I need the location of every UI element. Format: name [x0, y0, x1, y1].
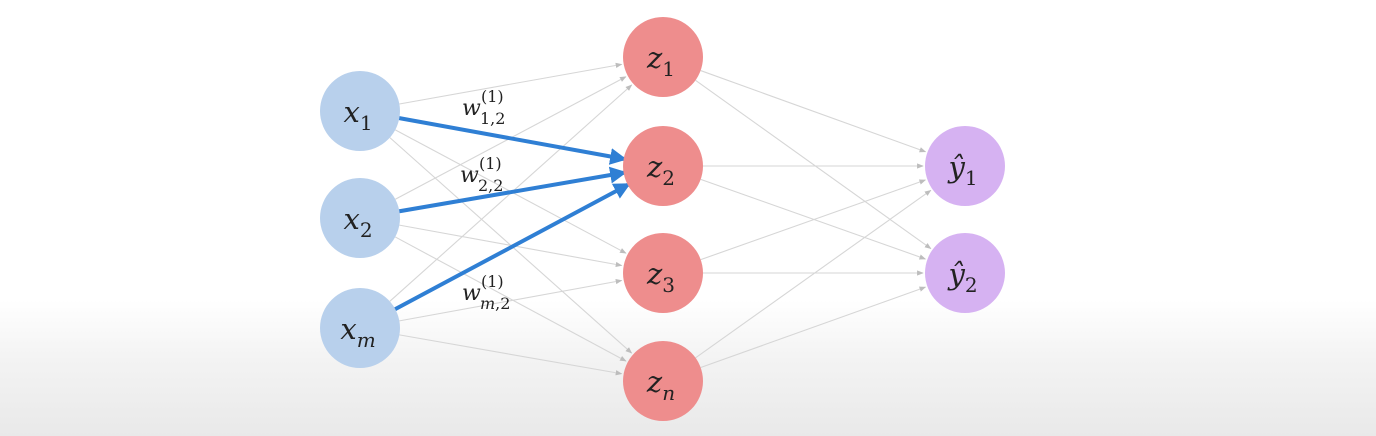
- hidden-node-2: z2: [623, 126, 703, 206]
- input-node-3: xm: [320, 288, 400, 368]
- weight-superscript: (1): [481, 87, 504, 106]
- output-node-circle: [925, 126, 1005, 206]
- edge-input-1-hidden-3: [394, 236, 627, 362]
- hidden-node-label: z1: [646, 41, 675, 81]
- weight-subscript: 2,2: [478, 176, 503, 195]
- input-node-label: x1: [343, 95, 372, 135]
- weight-subscript: 1,2: [480, 109, 505, 128]
- hidden-node-1: z1: [623, 17, 703, 97]
- output-node-circle: [925, 233, 1005, 313]
- output-node-2: ŷ2: [925, 233, 1005, 313]
- weight-labels: w(1)1,2w(1)2,2w(1)m,2: [460, 87, 510, 313]
- highlight-edge-input-1: [397, 166, 627, 214]
- edge-hidden-0-output-0: [700, 70, 927, 153]
- edge-input-2-hidden-2: [399, 278, 623, 322]
- weight-subscript: m,2: [480, 294, 510, 313]
- edge-input-0-hidden-0: [399, 62, 623, 105]
- input-node-1: x1: [320, 71, 400, 151]
- input-node-circle: [320, 288, 400, 368]
- output-node-label: ŷ2: [946, 257, 977, 297]
- highlight-edge-input-2: [393, 182, 631, 312]
- hidden-node-circle: [623, 126, 703, 206]
- output-node-1: ŷ1: [925, 126, 1005, 206]
- weight-superscript: (1): [479, 154, 502, 173]
- input-node-2: x2: [320, 178, 400, 258]
- edge-hidden-3-output-0: [695, 189, 932, 359]
- weight-superscript: (1): [481, 272, 504, 291]
- weight-label-1: w: [462, 96, 481, 121]
- hidden-node-label: z3: [646, 257, 675, 297]
- output-node-label: ŷ1: [946, 150, 977, 190]
- input-node-circle: [320, 71, 400, 151]
- input-node-label: x2: [343, 202, 372, 242]
- hidden-node-circle: [623, 341, 703, 421]
- edge-hidden-0-output-1: [695, 79, 932, 250]
- nodes: x1 x2 xm z1 z2 z3 zn ŷ1 ŷ2: [320, 17, 1005, 421]
- edge-input-2-hidden-3: [399, 334, 623, 376]
- weight-label-3: w: [462, 281, 481, 306]
- edge-hidden-2-output-0: [700, 179, 927, 261]
- hidden-node-4: zn: [623, 341, 703, 421]
- hidden-node-label: zn: [646, 365, 675, 405]
- hidden-node-label: z2: [646, 150, 675, 190]
- highlight-edge-input-0: [397, 116, 627, 165]
- edge-hidden-3-output-1: [700, 286, 927, 369]
- input-node-label: xm: [340, 312, 375, 352]
- hidden-node-circle: [623, 233, 703, 313]
- hidden-node-3: z3: [623, 233, 703, 313]
- edge-hidden-1-output-1: [700, 178, 927, 260]
- faint-edges: [389, 62, 932, 376]
- hidden-node-circle: [623, 17, 703, 97]
- weight-label-2: w: [460, 163, 479, 188]
- input-node-circle: [320, 178, 400, 258]
- highlighted-edges: [393, 116, 631, 312]
